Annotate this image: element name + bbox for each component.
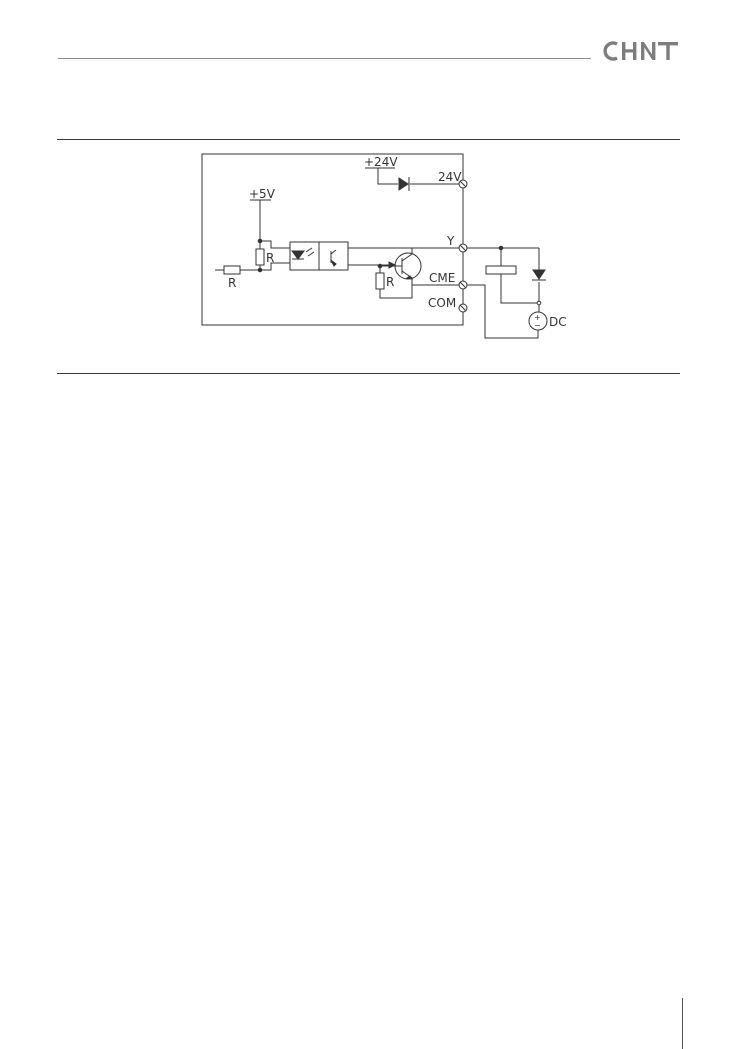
label-r-input: R — [228, 276, 236, 290]
label-r-base: R — [386, 275, 394, 289]
section-rule-bottom — [57, 373, 680, 374]
emitter-arrow-icon — [332, 262, 336, 266]
resistor-input — [224, 266, 240, 274]
label-cme: CME — [429, 271, 455, 285]
label-y: Y — [446, 234, 455, 248]
resistor-pullup — [256, 249, 264, 265]
relay-coil — [486, 266, 516, 274]
label-r-pullup: R — [266, 251, 274, 265]
page-edge-rule — [682, 998, 683, 1049]
terminal-housing — [202, 154, 463, 325]
label-24v: 24V — [438, 170, 462, 184]
label-plus5v: +5V — [249, 187, 276, 201]
label-com: COM — [428, 296, 456, 310]
freewheel-diode-icon — [533, 270, 545, 279]
diode-24v-icon — [399, 178, 408, 190]
label-dc: DC — [549, 315, 567, 329]
label-plus24v: +24V — [364, 155, 398, 169]
resistor-base — [376, 273, 384, 289]
led-icon — [292, 251, 304, 259]
label-dc-minus: − — [534, 321, 541, 330]
